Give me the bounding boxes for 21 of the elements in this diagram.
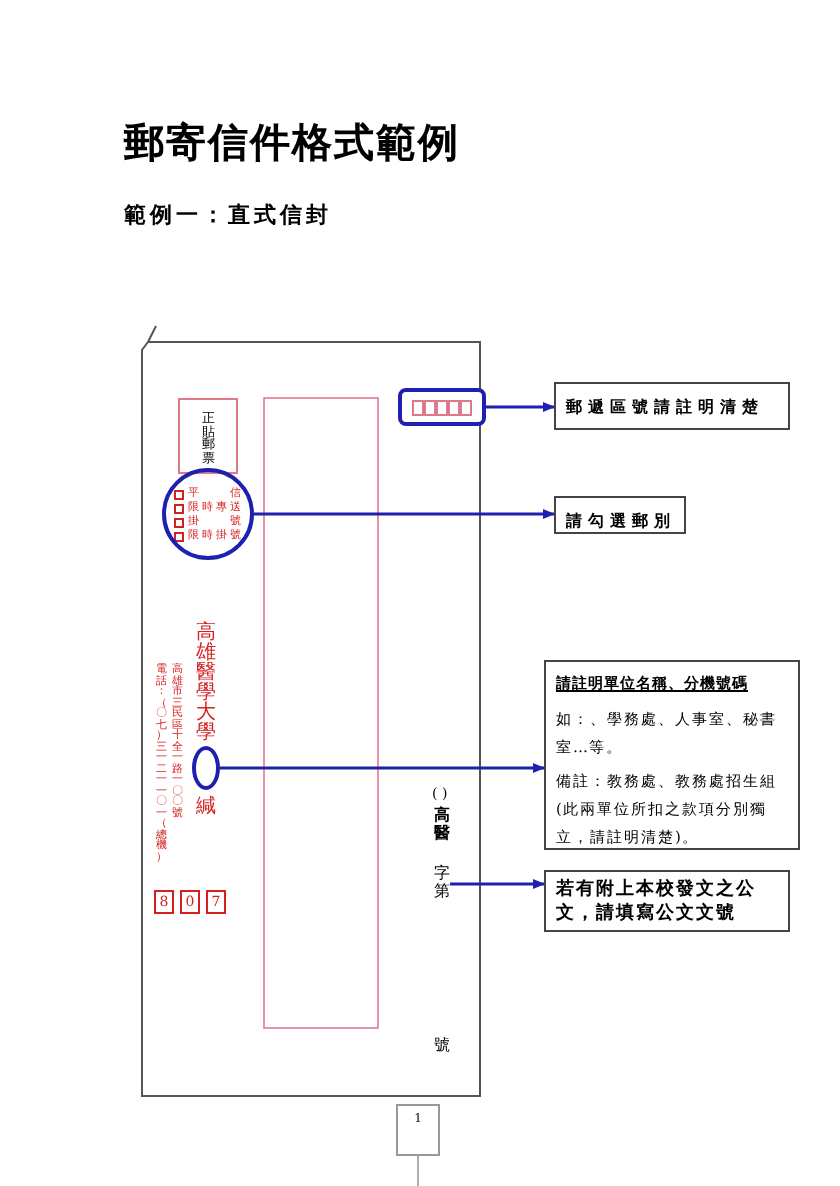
- subtitle: 範例一：直式信封: [124, 200, 332, 230]
- selection-circle: [162, 468, 254, 560]
- note-text: 郵遞區號請註明清楚: [566, 396, 766, 418]
- seal-character: 緘: [196, 796, 216, 818]
- note-box: [554, 382, 790, 430]
- postal-code-box: [398, 388, 486, 426]
- document-word: 字第: [434, 864, 450, 904]
- document-number-word: 號: [434, 1036, 450, 1054]
- arrow: [486, 402, 555, 412]
- title: 郵寄信件格式範例: [124, 116, 460, 170]
- note-box: [554, 496, 686, 534]
- note-box: [544, 870, 790, 932]
- highlight-ellipse: [192, 746, 220, 790]
- sender-name: 高雄醫學大學: [196, 624, 216, 744]
- document-prefix: 高醫: [434, 806, 450, 842]
- arrow: [450, 879, 545, 889]
- note-text: 請勾選郵別: [566, 510, 674, 532]
- note-box: [544, 660, 800, 850]
- arrow: [220, 763, 545, 773]
- note-text: 若有附上本校發文之公文，請填寫公文文號: [556, 878, 758, 926]
- arrow: [254, 509, 555, 519]
